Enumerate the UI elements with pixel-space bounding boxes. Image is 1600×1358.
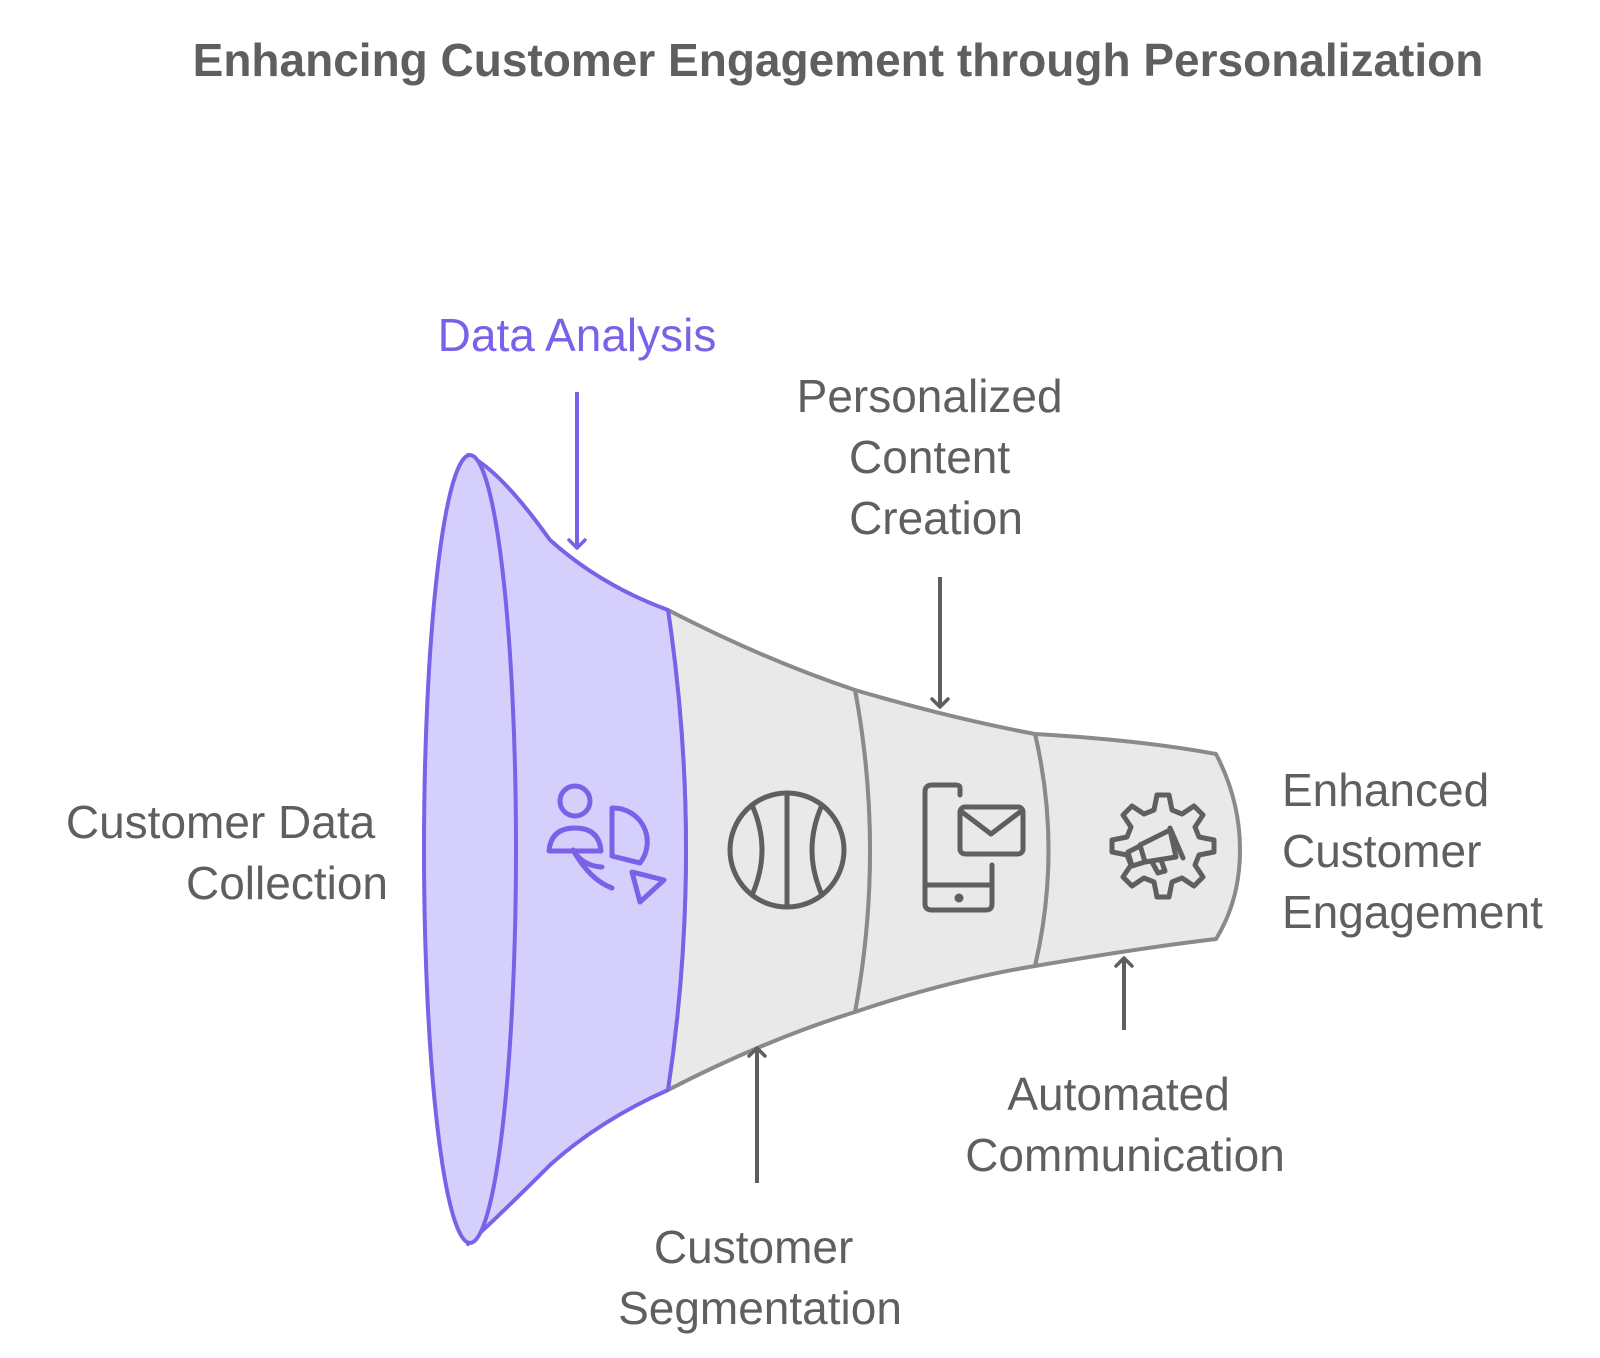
funnel (422, 453, 1242, 1246)
mobile-email-icon (922, 782, 1026, 913)
label-customer-data-collection: Customer Data Collection (66, 796, 388, 909)
funnel-segment-2 (666, 608, 872, 1092)
basketball-icon (727, 790, 847, 910)
funnel-mouth (422, 453, 518, 1245)
funnel-segment-3 (853, 688, 1051, 1014)
label-customer-segmentation: Customer Segmentation (618, 1221, 902, 1334)
label-personalized-content-creation: Personalized Content Creation (797, 370, 1076, 544)
user-pie-chart-icon (546, 783, 667, 905)
label-automated-communication: Automated Communication (965, 1068, 1285, 1181)
label-data-analysis: Data Analysis (438, 309, 717, 361)
label-enhanced-customer-engagement: Enhanced Customer Engagement (1282, 764, 1543, 938)
page-title: Enhancing Customer Engagement through Pe… (193, 34, 1484, 86)
gear-megaphone-icon (1109, 792, 1217, 900)
